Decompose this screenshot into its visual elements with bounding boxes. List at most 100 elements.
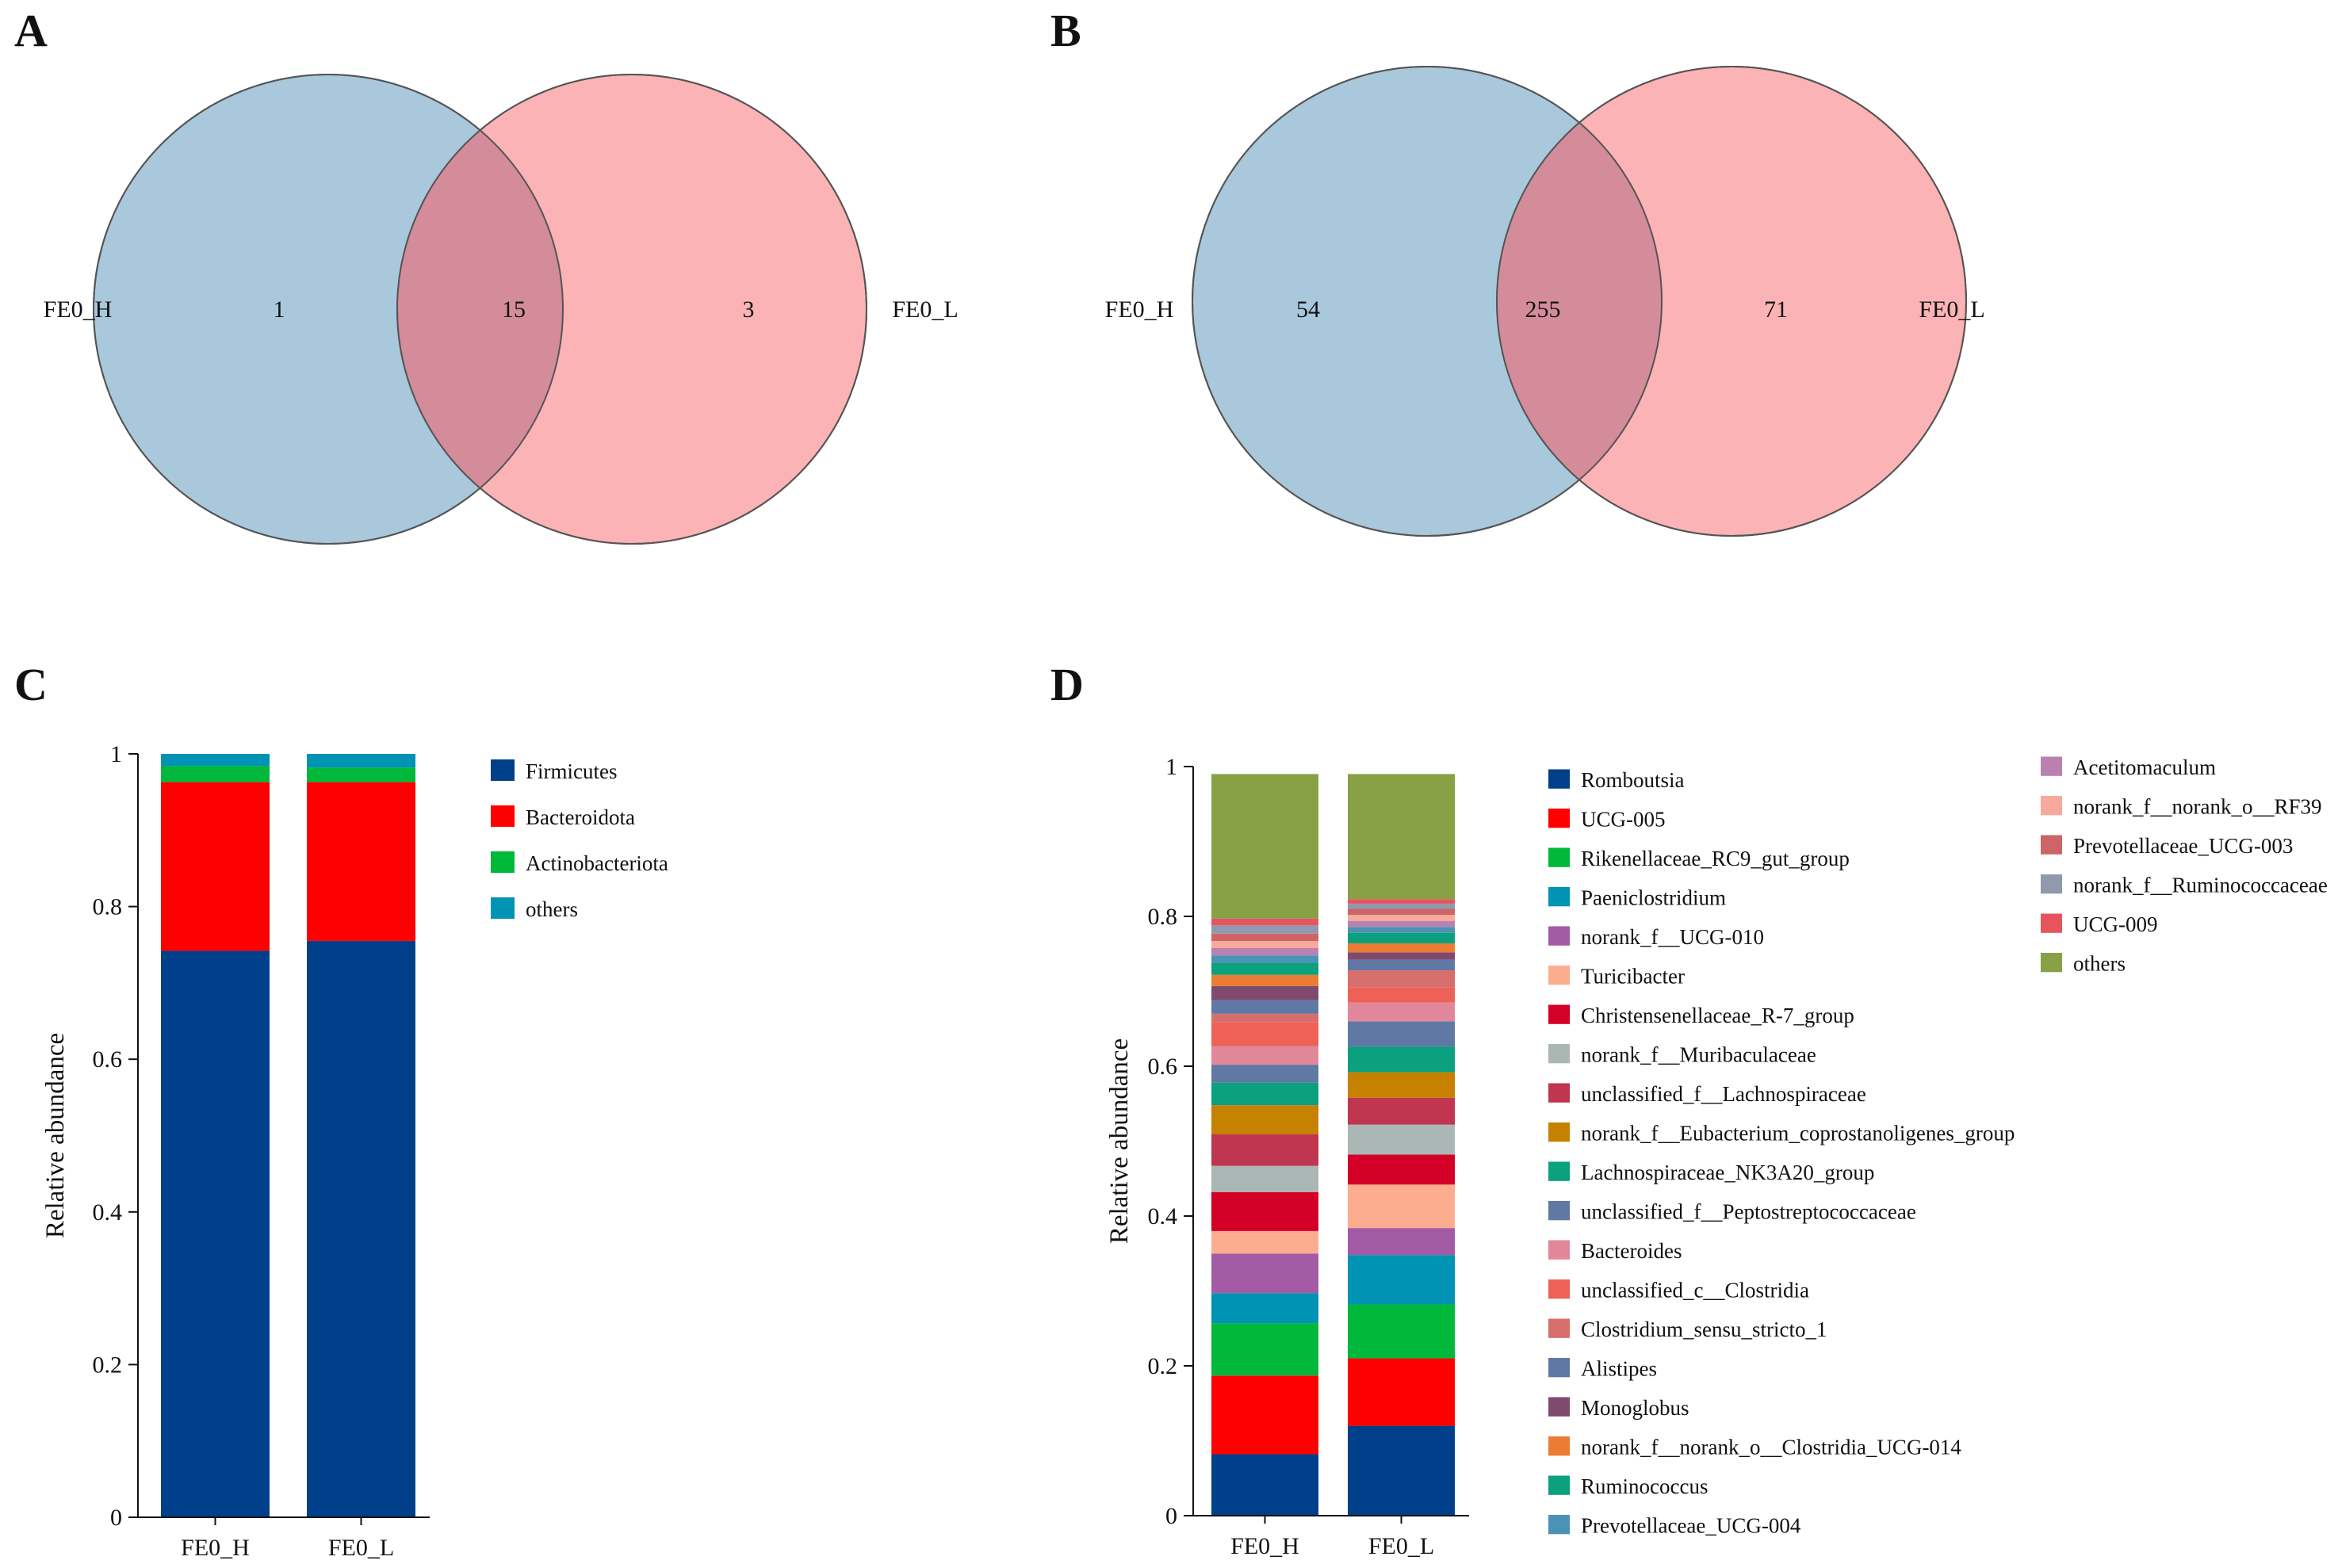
- legend-label-c-bacteroidota: Bacteroidota: [526, 805, 635, 829]
- venn-a-right-only-count: 3: [743, 296, 755, 323]
- legend-label-d-prevotellaceae-ucg-003: Prevotellaceae_UCG-003: [2073, 834, 2293, 858]
- legend-label-d-rikenellaceae-rc9-gut-group: Rikenellaceae_RC9_gut_group: [1581, 847, 1850, 870]
- legend-label-d-ucg-009: UCG-009: [2073, 912, 2158, 936]
- y-tick-label-d-5: 1: [1165, 754, 1177, 780]
- legend-label-c-firmicutes: Firmicutes: [526, 759, 618, 783]
- legend-label-d-unclassified-f-lachnospiraceae: unclassified_f__Lachnospiraceae: [1581, 1082, 1866, 1106]
- bar-d-fe0-h-lachnospiraceae-nk3a20-group: [1211, 1082, 1318, 1106]
- y-tick-label-d-3: 0.6: [1148, 1054, 1178, 1080]
- bar-d-fe0-h-rikenellaceae-rc9-gut-group: [1211, 1323, 1318, 1376]
- bar-c-fe0-l-actinobacteriota: [307, 767, 415, 782]
- bar-d-fe0-h-christensenellaceae-r-7-group: [1211, 1191, 1318, 1231]
- x-tick-label-d-fe0-l: FE0_L: [1368, 1533, 1434, 1559]
- legend-label-d-norank-f-norank-o-clostridia-ucg-014: norank_f__norank_o__Clostridia_UCG-014: [1581, 1436, 1961, 1459]
- legend-label-d-others: others: [2073, 952, 2126, 976]
- bar-d-fe0-l-norank-f-muribaculaceae: [1348, 1124, 1455, 1155]
- legend-swatch-d-clostridium-sensu-stricto-1: [1548, 1318, 1570, 1338]
- legend-label-d-turicibacter: Turicibacter: [1581, 965, 1685, 989]
- y-tick-label-d-1: 0.2: [1148, 1353, 1178, 1379]
- legend-label-d-unclassified-c-clostridia: unclassified_c__Clostridia: [1581, 1279, 1809, 1302]
- legend-label-d-bacteroides: Bacteroides: [1581, 1239, 1682, 1263]
- bar-d-fe0-l-turicibacter: [1348, 1184, 1455, 1229]
- legend-swatch-d-unclassified-f-peptostreptococcaceae: [1548, 1201, 1570, 1221]
- legend-label-d-norank-f-ucg-010: norank_f__UCG-010: [1581, 925, 1764, 949]
- bar-d-fe0-l-lachnospiraceae-nk3a20-group: [1348, 1046, 1455, 1073]
- bar-d-fe0-l-norank-f-norank-o-clostridia-ucg-014: [1348, 943, 1455, 953]
- legend-swatch-d-norank-f-norank-o-clostridia-ucg-014: [1548, 1436, 1570, 1456]
- bar-c-fe0-h-others: [161, 754, 270, 767]
- venn-a-left-outline: [93, 74, 564, 545]
- legend-swatch-d-prevotellaceae-ucg-003: [2041, 835, 2062, 855]
- bar-c-fe0-l-others: [307, 754, 415, 768]
- legend-swatch-d-romboutsia: [1548, 769, 1570, 789]
- legend-swatch-d-alistipes: [1548, 1358, 1570, 1378]
- x-tick-label-c-fe0-l: FE0_L: [328, 1535, 394, 1561]
- legend-swatch-d-monoglobus: [1548, 1397, 1570, 1417]
- bar-d-fe0-h-ucg-005: [1211, 1375, 1318, 1455]
- y-tick-label-c-1: 0.2: [93, 1352, 123, 1378]
- venn-b-overlap-region: [1496, 121, 1663, 481]
- y-tick-label-c-0: 0: [110, 1505, 122, 1531]
- bar-d-fe0-l-ucg-005: [1348, 1358, 1455, 1426]
- x-tick-label-c-fe0-h: FE0_H: [181, 1535, 250, 1561]
- y-tick-label-c-4: 0.8: [93, 894, 123, 920]
- bar-d-fe0-h-turicibacter: [1211, 1230, 1318, 1254]
- legend-label-d-paeniclostridium: Paeniclostridium: [1581, 886, 1726, 910]
- legend-swatch-d-unclassified-c-clostridia: [1548, 1279, 1570, 1299]
- bar-d-fe0-l-clostridium-sensu-stricto-1: [1348, 970, 1455, 988]
- venn-a-right-outline: [396, 74, 867, 545]
- bar-c-fe0-h-actinobacteriota: [161, 766, 270, 782]
- bar-d-fe0-h-norank-f-norank-o-clostridia-ucg-014: [1211, 974, 1318, 986]
- bar-d-fe0-h-ruminococcus: [1211, 962, 1318, 975]
- bar-d-fe0-h-paeniclostridium: [1211, 1293, 1318, 1324]
- legend-label-d-norank-f-muribaculaceae: norank_f__Muribaculaceae: [1581, 1043, 1816, 1067]
- bar-d-fe0-l-acetitomaculum: [1348, 920, 1455, 927]
- legend-label-d-norank-f-ruminococcaceae: norank_f__Ruminococcaceae: [2073, 874, 2328, 897]
- legend-label-d-lachnospiraceae-nk3a20-group: Lachnospiraceae_NK3A20_group: [1581, 1161, 1874, 1184]
- bar-c-fe0-h-firmicutes: [161, 950, 270, 1517]
- panel-letter-b: B: [1050, 5, 1081, 56]
- bar-d-fe0-l-others: [1348, 774, 1455, 900]
- bar-d-fe0-l-alistipes: [1348, 959, 1455, 971]
- legend-label-d-norank-f-eubacterium-coprostanoligenes-group: norank_f__Eubacterium_coprostanoligenes_…: [1581, 1122, 2015, 1145]
- legend-swatch-d-turicibacter: [1548, 966, 1570, 985]
- bar-d-fe0-h-norank-f-norank-o-rf39: [1211, 941, 1318, 948]
- legend-label-c-others: others: [526, 897, 578, 921]
- legend-swatch-c-others: [491, 897, 515, 919]
- bar-d-fe0-h-norank-f-ucg-010: [1211, 1253, 1318, 1294]
- venn-a-shared-count: 15: [502, 296, 526, 323]
- legend-swatch-d-norank-f-ruminococcaceae: [2041, 874, 2062, 894]
- legend-swatch-d-christensenellaceae-r-7-group: [1548, 1004, 1570, 1024]
- legend-swatch-d-ucg-009: [2041, 913, 2062, 933]
- legend-swatch-c-actinobacteriota: [491, 851, 515, 873]
- bar-d-fe0-h-norank-f-muribaculaceae: [1211, 1165, 1318, 1192]
- bar-d-fe0-h-romboutsia: [1211, 1454, 1318, 1516]
- bar-c-fe0-l-firmicutes: [307, 940, 415, 1517]
- venn-b-left-set-label: FE0_H: [1105, 296, 1174, 323]
- bar-c-fe0-l-bacteroidota: [307, 782, 415, 941]
- bar-d-fe0-h-bacteroides: [1211, 1046, 1318, 1065]
- venn-diagram-a: FE0_H FE0_L 1 15 3: [44, 74, 959, 545]
- venn-b-left-only-count: 54: [1296, 296, 1320, 323]
- x-tick-label-d-fe0-h: FE0_H: [1230, 1533, 1299, 1559]
- venn-b-right-outline: [1496, 66, 1967, 537]
- venn-b-right-only-count: 71: [1764, 296, 1788, 323]
- y-tick-label-d-4: 0.8: [1148, 904, 1178, 930]
- bar-c-fe0-h-bacteroidota: [161, 782, 270, 951]
- bar-d-fe0-l-ruminococcus: [1348, 932, 1455, 944]
- venn-a-left-only-count: 1: [274, 296, 285, 323]
- bar-d-fe0-l-prevotellaceae-ucg-004: [1348, 927, 1455, 933]
- bar-d-fe0-l-unclassified-f-peptostreptococcaceae: [1348, 1021, 1455, 1047]
- venn-b-shared-count: 255: [1525, 296, 1561, 323]
- legend-swatch-d-norank-f-eubacterium-coprostanoligenes-group: [1548, 1122, 1570, 1142]
- legend-swatch-d-norank-f-ucg-010: [1548, 926, 1570, 946]
- legend-label-d-norank-f-norank-o-rf39: norank_f__norank_o__RF39: [2073, 795, 2321, 819]
- bar-d-fe0-l-romboutsia: [1348, 1425, 1455, 1516]
- y-tick-label-d-0: 0: [1165, 1503, 1177, 1529]
- legend-swatch-d-unclassified-f-lachnospiraceae: [1548, 1083, 1570, 1103]
- bar-d-fe0-l-christensenellaceae-r-7-group: [1348, 1154, 1455, 1185]
- bar-d-fe0-h-norank-f-ruminococcaceae: [1211, 925, 1318, 934]
- legend-swatch-d-norank-f-muribaculaceae: [1548, 1044, 1570, 1064]
